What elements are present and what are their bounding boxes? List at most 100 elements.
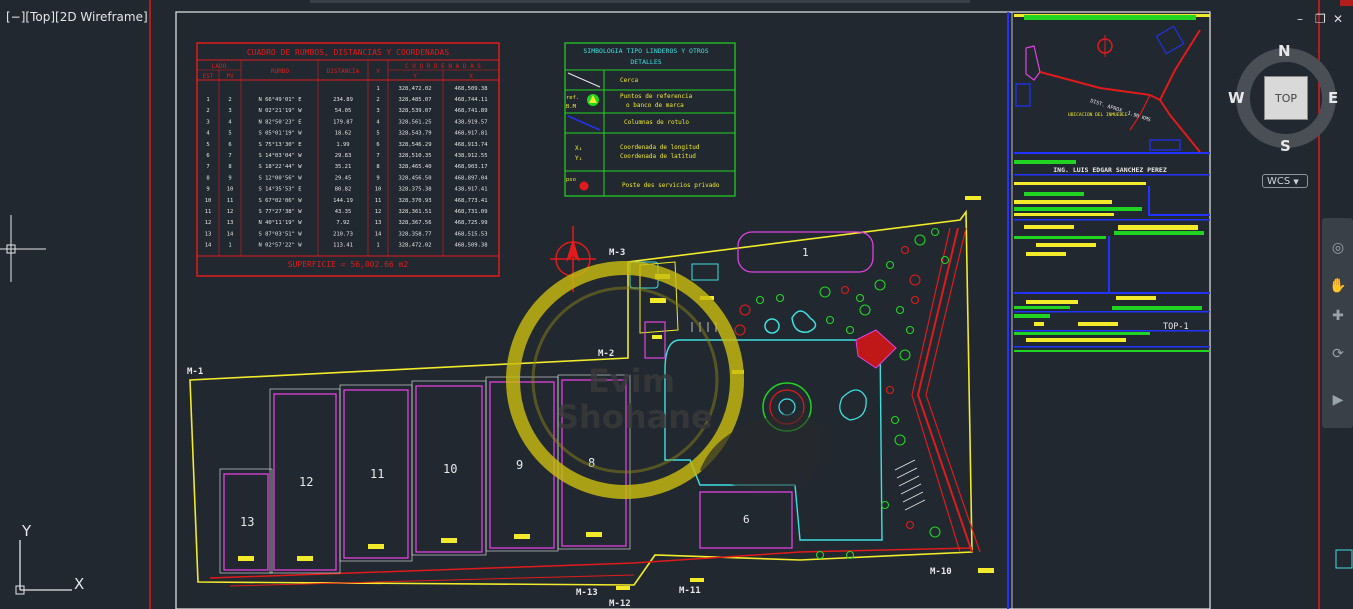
table-cell-pv: 9 — [228, 175, 231, 181]
viewcube-top-face[interactable]: TOP — [1264, 76, 1308, 120]
svg-text:Y₁: Y₁ — [575, 155, 582, 162]
viewport-controls-label[interactable]: [−][Top][2D Wireframe] — [6, 10, 148, 24]
table-cell-y: 328,472.02 — [398, 243, 431, 249]
table-cell-pv: 4 — [228, 119, 232, 125]
svg-text:Cerca: Cerca — [620, 77, 638, 84]
table-cell-rumbo: N 02°57'22" W — [258, 243, 302, 249]
table-cell-rumbo: S 14°35'53" E — [258, 187, 301, 193]
compass-west[interactable]: W — [1228, 89, 1245, 107]
table-cell-y: 328,370.93 — [398, 198, 431, 204]
showmotion-icon[interactable]: ▶ — [1332, 392, 1344, 408]
table-cell-est: 12 — [205, 220, 212, 226]
table-cell-est: 7 — [206, 164, 209, 170]
table-cell-rumbo: S 18°22'44" W — [258, 164, 302, 170]
zoom-extents-icon[interactable]: ✚ — [1332, 308, 1344, 324]
tree-symbol — [895, 305, 905, 315]
compass-east[interactable]: E — [1328, 89, 1339, 107]
table-cell-x: 468,731.09 — [454, 209, 487, 215]
svg-text:PV: PV — [226, 73, 234, 80]
marker-m10: M-10 — [930, 567, 952, 577]
tree-symbol — [899, 349, 911, 361]
svg-text:B.M: B.M — [566, 104, 577, 110]
sheet-border — [175, 11, 1211, 609]
steering-wheel-icon[interactable]: ◎ — [1331, 240, 1345, 256]
table-cell-x: 468,773.41 — [454, 198, 487, 204]
svg-text:UBICACION DEL INMUEBLE: UBICACION DEL INMUEBLE — [1068, 112, 1128, 118]
table-cell-pv: 11 — [227, 198, 234, 204]
table-cell-rumbo: S 12°00'56" W — [258, 175, 302, 181]
table-cell-vertex: 1 — [376, 243, 379, 249]
table-cell-distance: 210.73 — [333, 231, 353, 237]
table-cell-pv: 13 — [227, 220, 234, 226]
table-cell-x: 468,913.74 — [454, 142, 488, 148]
lot-outline[interactable] — [561, 379, 627, 547]
svg-text:X₁: X₁ — [575, 145, 582, 152]
orbit-icon[interactable]: ⟳ — [1332, 346, 1344, 362]
title-block[interactable]: DIST. APROX. 1.90 KMS UBICACION DEL INMU… — [1014, 14, 1210, 352]
corner-icon — [1335, 549, 1353, 569]
table-cell-pv: 6 — [228, 142, 231, 148]
table-cell-pv: 5 — [228, 131, 231, 137]
tree-symbol — [840, 285, 850, 295]
lot-label: 13 — [240, 515, 254, 529]
table-cell-x: 468,917.81 — [454, 131, 487, 137]
tree-symbol — [739, 304, 751, 316]
table-cell-x: 468,744.11 — [454, 97, 487, 103]
location-sketch: DIST. APROX. 1.90 KMS UBICACION DEL INMU… — [1015, 25, 1201, 153]
table-cell-y: 328,456.50 — [398, 175, 431, 181]
svg-text:1: 1 — [376, 86, 379, 92]
table-cell-distance: 234.89 — [333, 97, 353, 103]
table-cell-pv: 10 — [227, 187, 234, 193]
table-cell-y: 328,546.29 — [398, 142, 431, 148]
svg-text:C O O R D E N A D A S: C O O R D E N A D A S — [405, 63, 481, 70]
ucs-y-label: Y — [22, 522, 32, 540]
lot-label: 12 — [299, 475, 313, 489]
svg-text:LADO: LADO — [212, 63, 227, 70]
svg-text:Coordenada de longitud: Coordenada de longitud — [620, 144, 700, 151]
table-cell-vertex: 10 — [375, 187, 382, 193]
tree-symbol — [855, 293, 865, 303]
table-cell-rumbo: N 02°21'19" W — [258, 108, 302, 114]
table-cell-distance: 35.21 — [335, 164, 352, 170]
viewport-minimize-button[interactable]: – — [1297, 12, 1303, 26]
table-cell-y: 328,543.79 — [398, 131, 431, 137]
cursor-crosshair — [0, 215, 46, 282]
table-cell-distance: 7.92 — [336, 220, 349, 226]
tree-symbol — [914, 234, 926, 246]
marker-m11: M-11 — [679, 586, 701, 596]
lot-outline[interactable] — [223, 473, 269, 571]
table-cell-x: 468,741.89 — [454, 108, 487, 114]
table-cell-vertex: 12 — [375, 209, 382, 215]
table-cell-distance: 144.19 — [333, 198, 353, 204]
lot-outline[interactable] — [415, 385, 483, 553]
ucs-menu-button[interactable]: WCS ▼ — [1262, 174, 1308, 188]
table-cell-y: 328,510.35 — [398, 153, 431, 159]
ucs-x-label: X — [74, 575, 85, 593]
table-cell-est: 14 — [205, 243, 212, 249]
viewport-close-button[interactable]: ✕ — [1333, 12, 1344, 26]
navigation-bar[interactable]: ◎ ✋ ✚ ⟳ ▶ — [1322, 218, 1353, 428]
table-cell-y: 328,465.40 — [398, 164, 431, 170]
pan-hand-icon[interactable]: ✋ — [1329, 278, 1347, 294]
lot-outline[interactable] — [273, 393, 337, 571]
svg-text:Evim: Evim — [588, 362, 675, 400]
table-cell-x: 438,917.41 — [454, 187, 487, 193]
viewcube[interactable]: N S E W TOP — [1228, 42, 1339, 155]
viewport-restore-button[interactable]: ❐ — [1315, 12, 1326, 26]
table-cell-vertex: 14 — [375, 231, 382, 237]
table-cell-y: 328,375.38 — [398, 187, 431, 193]
table-cell-x: 468,509.38 — [454, 243, 487, 249]
marker-m3: M-3 — [609, 248, 625, 258]
tree-symbol — [859, 304, 871, 316]
table-cell-vertex: 11 — [375, 198, 382, 204]
lot-outline[interactable] — [343, 389, 409, 559]
svg-text:V: V — [376, 68, 380, 75]
tree-symbol — [940, 255, 950, 265]
table-cell-x: 468,897.04 — [454, 175, 488, 181]
tree-symbol — [880, 500, 890, 510]
compass-south[interactable]: S — [1280, 137, 1291, 155]
compass-north[interactable]: N — [1278, 42, 1291, 60]
svg-text:DETALLES: DETALLES — [630, 58, 661, 66]
